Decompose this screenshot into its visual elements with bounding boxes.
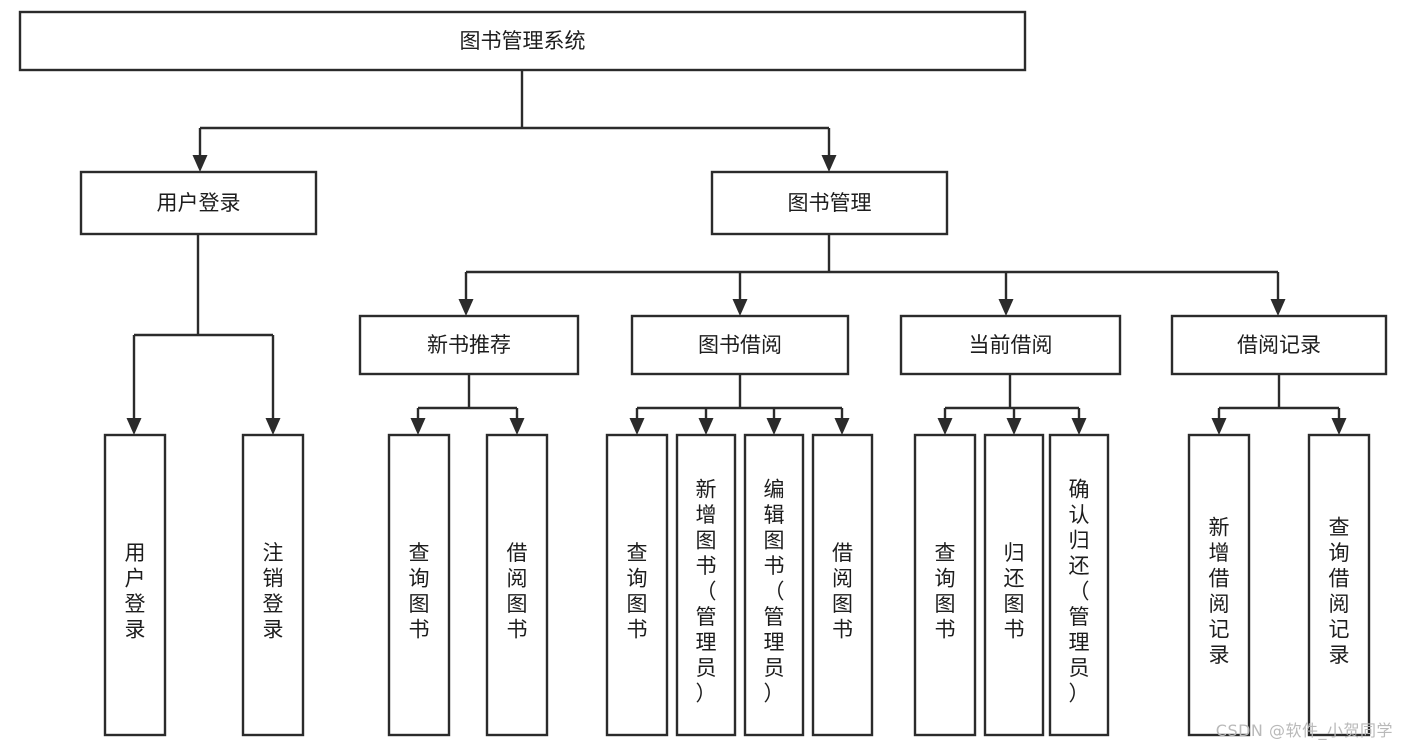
node-leaf-查询借阅记录[interactable]: 查询借阅记录 <box>1307 433 1371 737</box>
node-root-图书管理系统[interactable]: 图书管理系统 <box>18 10 1027 72</box>
node-leaf-确认归还（管理员）[interactable]: 确认归还（管理员） <box>1048 433 1110 737</box>
node-level2-图书管理[interactable]: 图书管理 <box>710 170 949 236</box>
arrow-head-icon <box>265 418 281 435</box>
node-leaf-借阅图书[interactable]: 借阅图书 <box>811 433 874 737</box>
node-box[interactable] <box>913 433 977 737</box>
arrow-head-icon <box>698 418 714 435</box>
node-box[interactable] <box>1187 433 1251 737</box>
node-box[interactable] <box>605 433 669 737</box>
node-label: 当前借阅 <box>969 333 1053 357</box>
node-box[interactable] <box>630 314 850 376</box>
arrow-head-icon <box>410 418 426 435</box>
arrow-head-icon <box>998 299 1014 316</box>
arrow-head-icon <box>192 155 208 172</box>
node-label: 新增图书（管理员） <box>696 477 717 705</box>
arrow-head-icon <box>1211 418 1227 435</box>
node-box[interactable] <box>899 314 1122 376</box>
node-leaf-查询图书[interactable]: 查询图书 <box>913 433 977 737</box>
node-label: 注销登录 <box>263 541 284 642</box>
connector-group-root-to-level2 <box>192 70 837 172</box>
node-box[interactable] <box>241 433 305 737</box>
arrow-head-icon <box>732 299 748 316</box>
node-label: 新书推荐 <box>427 333 511 357</box>
arrow-head-icon <box>1270 299 1286 316</box>
arrow-head-icon <box>458 299 474 316</box>
node-leaf-用户登录[interactable]: 用户登录 <box>103 433 167 737</box>
arrow-head-icon <box>937 418 953 435</box>
node-label: 查询图书 <box>627 541 648 642</box>
arrow-head-icon <box>1006 418 1022 435</box>
node-leaf-查询图书[interactable]: 查询图书 <box>605 433 669 737</box>
node-label: 图书管理 <box>788 191 872 215</box>
arrow-head-icon <box>766 418 782 435</box>
node-leaf-借阅图书[interactable]: 借阅图书 <box>485 433 549 737</box>
node-label: 用户登录 <box>157 191 241 215</box>
node-label: 查询借阅记录 <box>1329 516 1350 668</box>
node-box[interactable] <box>79 170 318 236</box>
connector-group-book-borrow-to-leaves <box>629 374 850 435</box>
node-label: 新增借阅记录 <box>1209 516 1230 668</box>
arrow-head-icon <box>629 418 645 435</box>
node-box[interactable] <box>103 433 167 737</box>
node-level2-用户登录[interactable]: 用户登录 <box>79 170 318 236</box>
arrow-head-icon <box>126 418 142 435</box>
node-label: 确认归还（管理员） <box>1069 477 1090 705</box>
node-box[interactable] <box>18 10 1027 72</box>
node-leaf-归还图书[interactable]: 归还图书 <box>983 433 1045 737</box>
connector-group-book-manage-to-level3 <box>458 232 1286 316</box>
node-label: 查询图书 <box>935 541 956 642</box>
node-label: 图书管理系统 <box>460 29 586 53</box>
connector-group-borrow-record-to-leaves <box>1211 374 1347 435</box>
node-label: 借阅图书 <box>832 541 853 642</box>
node-label: 借阅记录 <box>1237 333 1321 357</box>
node-box[interactable] <box>485 433 549 737</box>
arrow-head-icon <box>1071 418 1087 435</box>
node-level3-图书借阅[interactable]: 图书借阅 <box>630 314 850 376</box>
node-label: 查询图书 <box>409 541 430 642</box>
connector-group-current-borrow-to-leaves <box>937 374 1087 435</box>
node-level3-新书推荐[interactable]: 新书推荐 <box>358 314 580 376</box>
node-box[interactable] <box>1170 314 1388 376</box>
node-box[interactable] <box>811 433 874 737</box>
node-label: 编辑图书（管理员） <box>764 477 785 705</box>
node-box[interactable] <box>1307 433 1371 737</box>
node-box[interactable] <box>387 433 451 737</box>
node-box[interactable] <box>358 314 580 376</box>
node-box[interactable] <box>1048 433 1110 737</box>
node-box[interactable] <box>710 170 949 236</box>
node-label: 借阅图书 <box>507 541 528 642</box>
connector-group-new-book-to-leaves <box>410 374 525 435</box>
node-leaf-编辑图书（管理员）[interactable]: 编辑图书（管理员） <box>743 433 805 737</box>
arrow-head-icon <box>821 155 837 172</box>
node-box[interactable] <box>743 433 805 737</box>
connector-group-user-login-to-leaves <box>126 234 281 435</box>
node-layer: 图书管理系统用户登录图书管理新书推荐图书借阅当前借阅借阅记录用户登录注销登录查询… <box>18 10 1388 737</box>
node-box[interactable] <box>675 433 737 737</box>
node-label: 用户登录 <box>125 541 146 642</box>
watermark-text: CSDN @软件_小贺同学 <box>1215 721 1393 740</box>
node-level3-当前借阅[interactable]: 当前借阅 <box>899 314 1122 376</box>
node-level3-借阅记录[interactable]: 借阅记录 <box>1170 314 1388 376</box>
connector-layer <box>126 70 1347 435</box>
arrow-head-icon <box>834 418 850 435</box>
node-box[interactable] <box>983 433 1045 737</box>
node-leaf-新增图书（管理员）[interactable]: 新增图书（管理员） <box>675 433 737 737</box>
node-leaf-注销登录[interactable]: 注销登录 <box>241 433 305 737</box>
node-label: 归还图书 <box>1004 541 1025 642</box>
arrow-head-icon <box>509 418 525 435</box>
node-leaf-新增借阅记录[interactable]: 新增借阅记录 <box>1187 433 1251 737</box>
node-label: 图书借阅 <box>698 333 782 357</box>
node-leaf-查询图书[interactable]: 查询图书 <box>387 433 451 737</box>
arrow-head-icon <box>1331 418 1347 435</box>
